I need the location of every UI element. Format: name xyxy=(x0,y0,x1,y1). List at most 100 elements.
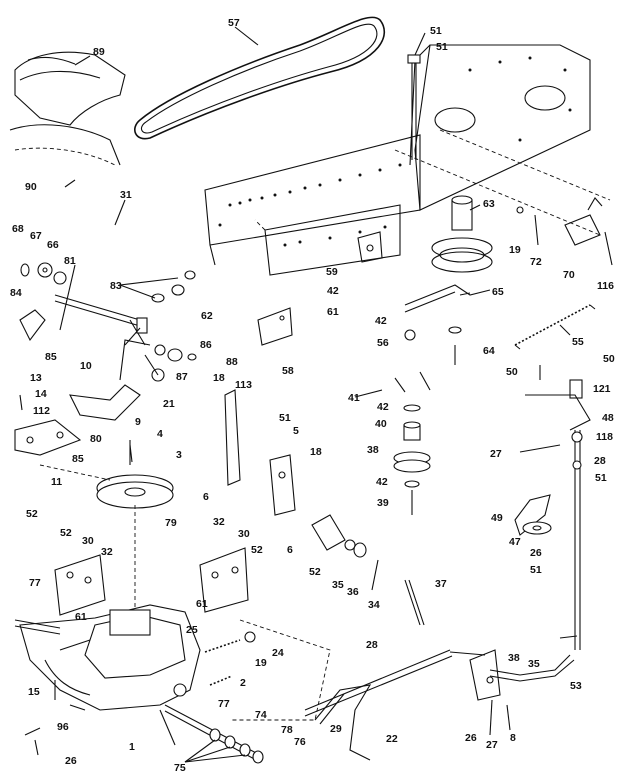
clutch-rod-28 xyxy=(304,649,486,717)
callout-87: 87 xyxy=(176,371,188,383)
callout-80: 80 xyxy=(90,433,102,445)
callout-3: 3 xyxy=(176,449,182,461)
callout-47: 47 xyxy=(509,536,521,548)
spring-55 xyxy=(514,304,596,350)
callout-64: 64 xyxy=(483,345,495,357)
bracket-58 xyxy=(257,307,293,346)
callout-5: 5 xyxy=(293,425,299,437)
callout-121: 121 xyxy=(593,383,611,395)
shaft-52 xyxy=(311,514,367,558)
callout-58: 58 xyxy=(282,365,294,377)
callout-51: 51 xyxy=(279,412,291,424)
callout-77: 77 xyxy=(218,698,230,710)
upper-bolts xyxy=(407,54,421,160)
callout-88: 88 xyxy=(226,356,238,368)
callout-90: 90 xyxy=(25,181,37,193)
callout-62: 62 xyxy=(201,310,213,322)
callout-6: 6 xyxy=(203,491,209,503)
transmission-pulley xyxy=(39,440,174,610)
callout-37: 37 xyxy=(435,578,447,590)
callout-labels: 57 51 51 89 90 31 63 19 72 70 116 68 67 … xyxy=(10,17,615,774)
bracket-30-left xyxy=(54,554,106,616)
callout-30: 30 xyxy=(238,528,250,540)
leader-lines xyxy=(64,26,578,711)
hood-panel xyxy=(9,51,126,166)
tractor-frame xyxy=(204,44,611,276)
callout-1: 1 xyxy=(129,741,135,753)
callout-48: 48 xyxy=(602,412,614,424)
callout-67: 67 xyxy=(30,230,42,242)
callout-86: 86 xyxy=(200,339,212,351)
callout-55: 55 xyxy=(572,336,584,348)
washers-upper-left xyxy=(20,262,196,303)
callout-18: 18 xyxy=(213,372,225,384)
callout-61: 61 xyxy=(75,611,87,623)
callout-41: 41 xyxy=(348,392,360,404)
callout-79: 79 xyxy=(165,517,177,529)
bracket-26 xyxy=(469,649,511,736)
callout-25: 25 xyxy=(186,624,198,636)
callout-6: 6 xyxy=(287,544,293,556)
callout-53: 53 xyxy=(570,680,582,692)
frame-holes xyxy=(218,56,572,247)
callout-77: 77 xyxy=(29,577,41,589)
callout-38: 38 xyxy=(367,444,379,456)
callout-112: 112 xyxy=(33,405,50,417)
callout-81: 81 xyxy=(64,255,76,267)
rod-53 xyxy=(489,654,575,682)
callout-61: 61 xyxy=(327,306,339,318)
callout-35: 35 xyxy=(528,658,540,670)
callout-42: 42 xyxy=(375,315,387,327)
callout-31: 31 xyxy=(120,189,132,201)
callout-26: 26 xyxy=(530,547,542,559)
spring-25 xyxy=(204,631,256,686)
callout-22: 22 xyxy=(386,733,398,745)
callout-40: 40 xyxy=(375,418,387,430)
callout-75: 75 xyxy=(174,762,186,774)
callout-32: 32 xyxy=(101,546,113,558)
callout-21: 21 xyxy=(163,398,175,410)
callout-56: 56 xyxy=(377,337,389,349)
callout-65: 65 xyxy=(492,286,504,298)
callout-19: 19 xyxy=(255,657,267,669)
callout-18: 18 xyxy=(310,446,322,458)
callout-89: 89 xyxy=(93,46,105,58)
callout-50: 50 xyxy=(506,366,518,378)
callout-57: 57 xyxy=(228,17,240,29)
callout-85: 85 xyxy=(72,453,84,465)
engine-pulley xyxy=(431,195,493,273)
callout-35: 35 xyxy=(332,579,344,591)
leader-lines-75 xyxy=(184,739,246,763)
callout-42: 42 xyxy=(376,476,388,488)
bracket-113 xyxy=(224,389,296,516)
bracket-30-mid xyxy=(199,547,249,613)
callout-52: 52 xyxy=(26,508,38,520)
callout-59: 59 xyxy=(326,266,338,278)
rod-37 xyxy=(371,559,425,626)
callout-14: 14 xyxy=(35,388,47,400)
callout-39: 39 xyxy=(377,497,389,509)
drive-belt xyxy=(134,16,386,140)
callout-32: 32 xyxy=(213,516,225,528)
idler-pulley-stack xyxy=(393,371,431,515)
callout-50: 50 xyxy=(603,353,615,365)
callout-52: 52 xyxy=(60,527,72,539)
callout-8: 8 xyxy=(510,732,516,744)
callout-34: 34 xyxy=(368,599,380,611)
callout-72: 72 xyxy=(530,256,542,268)
brake-linkage xyxy=(519,365,591,650)
callout-30: 30 xyxy=(82,535,94,547)
callout-70: 70 xyxy=(563,269,575,281)
callout-13: 13 xyxy=(30,372,42,384)
callout-51: 51 xyxy=(436,41,448,53)
callout-51: 51 xyxy=(595,472,607,484)
callout-84: 84 xyxy=(10,287,22,299)
bracket-59 xyxy=(357,231,383,263)
callout-36: 36 xyxy=(347,586,359,598)
callout-42: 42 xyxy=(377,401,389,413)
callout-113: 113 xyxy=(235,379,252,391)
callout-27: 27 xyxy=(490,448,502,460)
callout-52: 52 xyxy=(251,544,263,556)
callout-19: 19 xyxy=(509,244,521,256)
spacers-86 xyxy=(144,344,197,382)
